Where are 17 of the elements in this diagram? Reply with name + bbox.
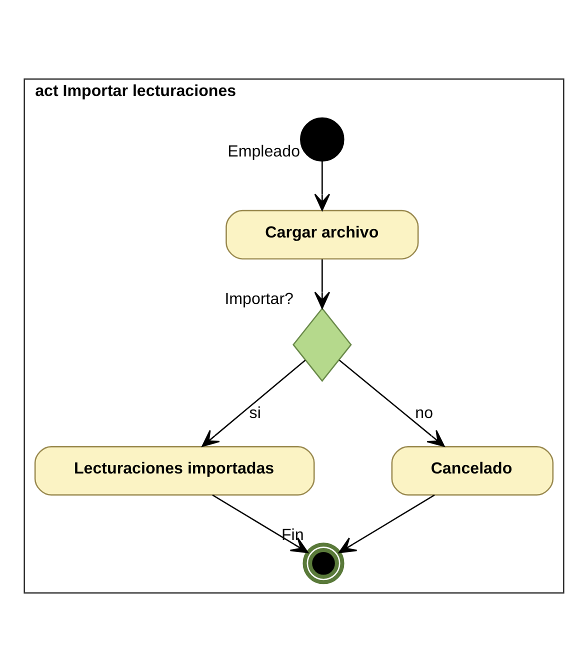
node-circle [302,542,344,584]
arrow [202,359,306,446]
node-box: Cargar archivo [226,209,419,260]
arrow [314,160,330,210]
node-label: Fin [281,526,304,544]
node-label: Empleado [228,142,300,160]
arrow [314,258,330,308]
node-label: Importar? [224,289,294,308]
node-box: Cancelado [391,446,554,496]
arrow [212,494,308,553]
node-diamond [292,306,352,382]
node-box: Lecturaciones importadas [34,446,315,496]
edge-label: no [415,403,434,422]
arrow [338,494,435,553]
arrow [338,359,445,446]
node-circle [300,116,344,162]
edge-label: si [249,403,261,422]
